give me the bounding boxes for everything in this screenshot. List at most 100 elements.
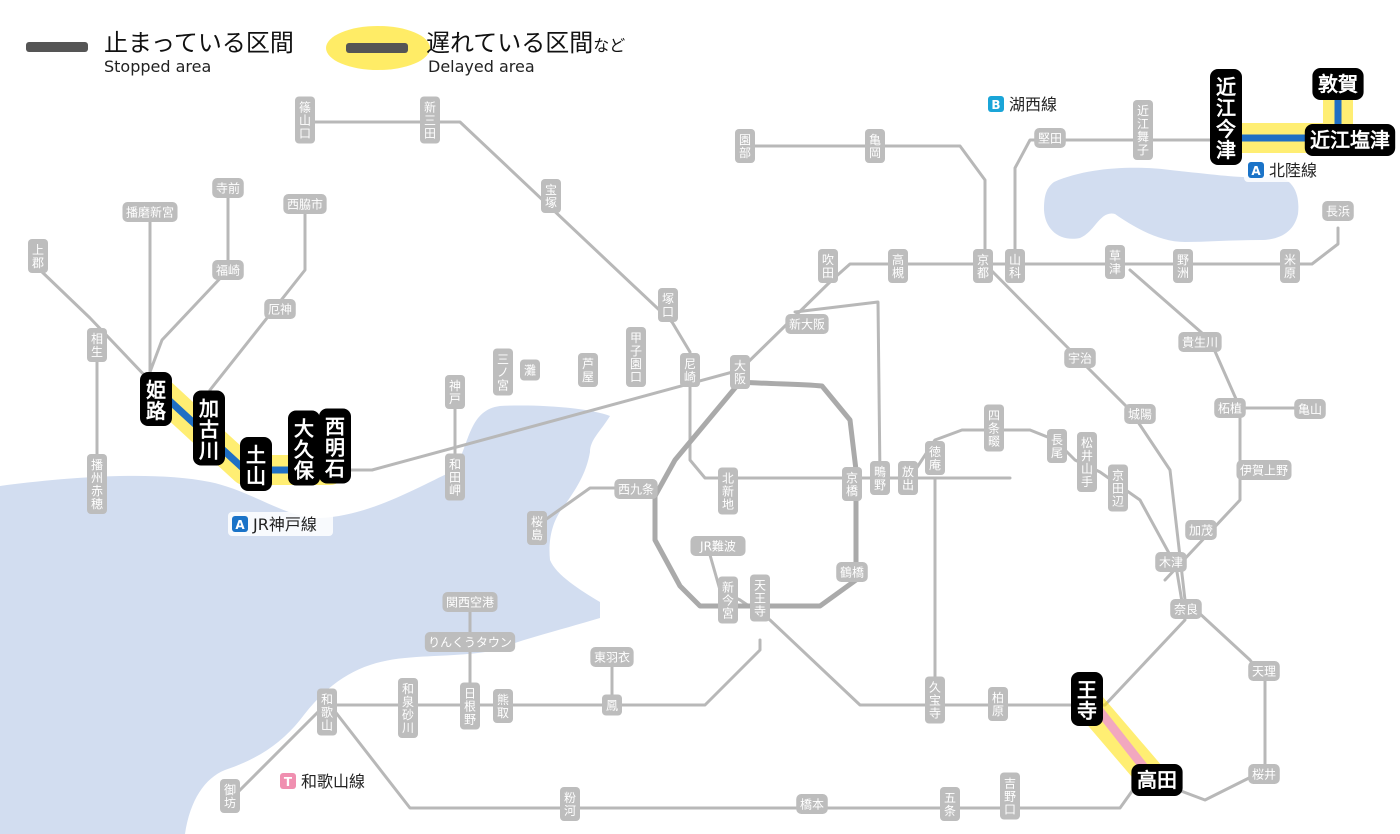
station-nishikujo[interactable]: 西九条 [614, 479, 658, 499]
station-fukusaki[interactable]: 福崎 [212, 260, 244, 280]
station-maibara[interactable]: 米原 [1280, 249, 1300, 283]
station-harimashingu[interactable]: 播磨新宮 [122, 202, 178, 222]
station-aioi[interactable]: 相生 [87, 328, 107, 362]
station-omiimazu[interactable]: 近江今津 [1210, 69, 1242, 165]
station-doyama[interactable]: 土山 [240, 437, 272, 491]
station-jrnamba[interactable]: JR難波 [690, 536, 746, 556]
station-name-char: 寺 [929, 707, 941, 721]
station-uji[interactable]: 宇治 [1064, 348, 1096, 368]
station-box [1108, 464, 1128, 512]
station-tsuge[interactable]: 柘植 [1214, 398, 1246, 418]
station-otori[interactable]: 鳳 [602, 694, 622, 716]
station-name: 宇治 [1068, 351, 1092, 365]
line-name: 和歌山線 [301, 772, 365, 791]
station-kobe[interactable]: 神戸 [445, 375, 465, 409]
station-ookubo[interactable]: 大久保 [288, 410, 320, 486]
station-box [925, 441, 945, 475]
station-kamo[interactable]: 加茂 [1185, 520, 1217, 540]
station-takada[interactable]: 高田 [1131, 764, 1183, 796]
station-kameoka[interactable]: 亀岡 [865, 129, 885, 163]
station-box [1173, 249, 1193, 283]
station-tennoji[interactable]: 天王寺 [750, 574, 770, 622]
station-kamigori[interactable]: 上郡 [28, 239, 48, 273]
station-nagahama[interactable]: 長浜 [1322, 201, 1354, 221]
station-igaueno[interactable]: 伊賀上野 [1236, 460, 1292, 480]
station-kyoto[interactable]: 京都 [973, 249, 993, 283]
station-izumisunagawa[interactable]: 和泉砂川 [398, 678, 418, 738]
station-suita[interactable]: 吹田 [818, 249, 838, 283]
station-banshuako[interactable]: 播州赤穂 [87, 454, 107, 514]
station-shinosaka[interactable]: 新大阪 [785, 314, 829, 334]
station-shinsanda[interactable]: 新三田 [420, 96, 440, 144]
station-kokawa[interactable]: 粉河 [560, 787, 580, 821]
station-wadamisaki[interactable]: 和田岬 [445, 453, 465, 501]
station-kumatori[interactable]: 熊取 [493, 689, 513, 723]
station-hineno[interactable]: 日根野 [460, 682, 480, 730]
station-sasayamaguchi[interactable]: 篠山口 [295, 96, 315, 144]
station-sakurai[interactable]: 桜井 [1248, 764, 1280, 784]
station-nishiwakishi[interactable]: 西脇市 [283, 194, 327, 214]
station-box [690, 536, 746, 556]
station-ashiya[interactable]: 芦屋 [578, 353, 598, 387]
station-sannomiya[interactable]: 三ノ宮 [493, 348, 513, 396]
station-box [888, 249, 908, 283]
station-kyuhoji[interactable]: 久宝寺 [925, 676, 945, 724]
station-box [1294, 399, 1326, 419]
station-koshienguchi[interactable]: 甲子園口 [626, 327, 646, 387]
station-wakayama[interactable]: 和歌山 [317, 688, 337, 736]
station-gojo[interactable]: 五条 [940, 787, 960, 821]
station-tsukaguchi[interactable]: 塚口 [658, 288, 678, 322]
station-amagasaki[interactable]: 尼崎 [680, 353, 700, 387]
station-kizu[interactable]: 木津 [1155, 552, 1187, 572]
station-higashihagoromo[interactable]: 東羽衣 [590, 647, 634, 667]
station-tsuruga[interactable]: 敦賀 [1312, 68, 1364, 100]
station-rinkutown[interactable]: りんくうタウン [424, 632, 516, 652]
station-omimaiko[interactable]: 近江舞子 [1133, 100, 1153, 160]
station-kusatsu[interactable]: 草津 [1105, 245, 1125, 279]
station-name: 神戸 [449, 379, 461, 406]
station-kameyama[interactable]: 亀山 [1294, 399, 1326, 419]
station-kyobashi[interactable]: 京橋 [842, 467, 862, 501]
station-oji[interactable]: 王寺 [1071, 672, 1103, 726]
station-kakogawa[interactable]: 加古川 [193, 390, 225, 466]
station-tenri[interactable]: 天理 [1248, 661, 1280, 681]
station-nagao[interactable]: 長尾 [1047, 429, 1067, 463]
station-yasu[interactable]: 野洲 [1173, 249, 1193, 283]
station-kibukawa[interactable]: 貴生川 [1178, 332, 1222, 352]
station-tokuan[interactable]: 徳庵 [925, 441, 945, 475]
station-hanaten[interactable]: 放出 [898, 461, 918, 495]
station-box [1000, 772, 1020, 820]
station-sonobe[interactable]: 園部 [735, 129, 755, 163]
station-kyotanabe[interactable]: 京田辺 [1108, 464, 1128, 512]
station-nada[interactable]: 灘 [520, 359, 540, 381]
station-yoshinoguchi[interactable]: 吉野口 [1000, 772, 1020, 820]
station-himeji[interactable]: 姫路 [140, 372, 172, 426]
station-name-char: 科 [1009, 266, 1021, 280]
station-yakujin[interactable]: 厄神 [264, 299, 296, 319]
station-kansaiairport[interactable]: 関西空港 [442, 592, 498, 612]
station-joyo[interactable]: 城陽 [1124, 404, 1156, 424]
station-takarazuka[interactable]: 宝塚 [541, 179, 561, 213]
line-badge [232, 516, 248, 532]
station-sakurajima[interactable]: 桜島 [527, 511, 547, 545]
station-name-char: 江 [1137, 117, 1149, 131]
station-katata[interactable]: 堅田 [1034, 128, 1066, 148]
station-yamashina[interactable]: 山科 [1005, 249, 1025, 283]
station-kashiwara[interactable]: 柏原 [988, 687, 1008, 721]
station-osaka[interactable]: 大阪 [730, 355, 750, 389]
station-box [493, 689, 513, 723]
station-tsuruhashi[interactable]: 鶴橋 [836, 562, 868, 582]
station-nishiakashi[interactable]: 西明石 [319, 408, 351, 484]
station-shijonawate[interactable]: 四条畷 [984, 404, 1004, 452]
station-teramae[interactable]: 寺前 [212, 178, 244, 198]
station-omishiotsu[interactable]: 近江塩津 [1304, 124, 1396, 156]
station-shigino[interactable]: 鴫野 [870, 461, 890, 495]
station-gobo[interactable]: 御坊 [220, 779, 240, 813]
station-takatsuki[interactable]: 高槻 [888, 249, 908, 283]
station-matsuiyamate[interactable]: 松井山手 [1077, 432, 1097, 492]
station-hashimoto[interactable]: 橋本 [796, 794, 828, 814]
station-shinimamiya[interactable]: 新今宮 [718, 576, 738, 624]
station-kitashinchi[interactable]: 北新地 [718, 467, 738, 515]
station-nara[interactable]: 奈良 [1170, 599, 1202, 619]
